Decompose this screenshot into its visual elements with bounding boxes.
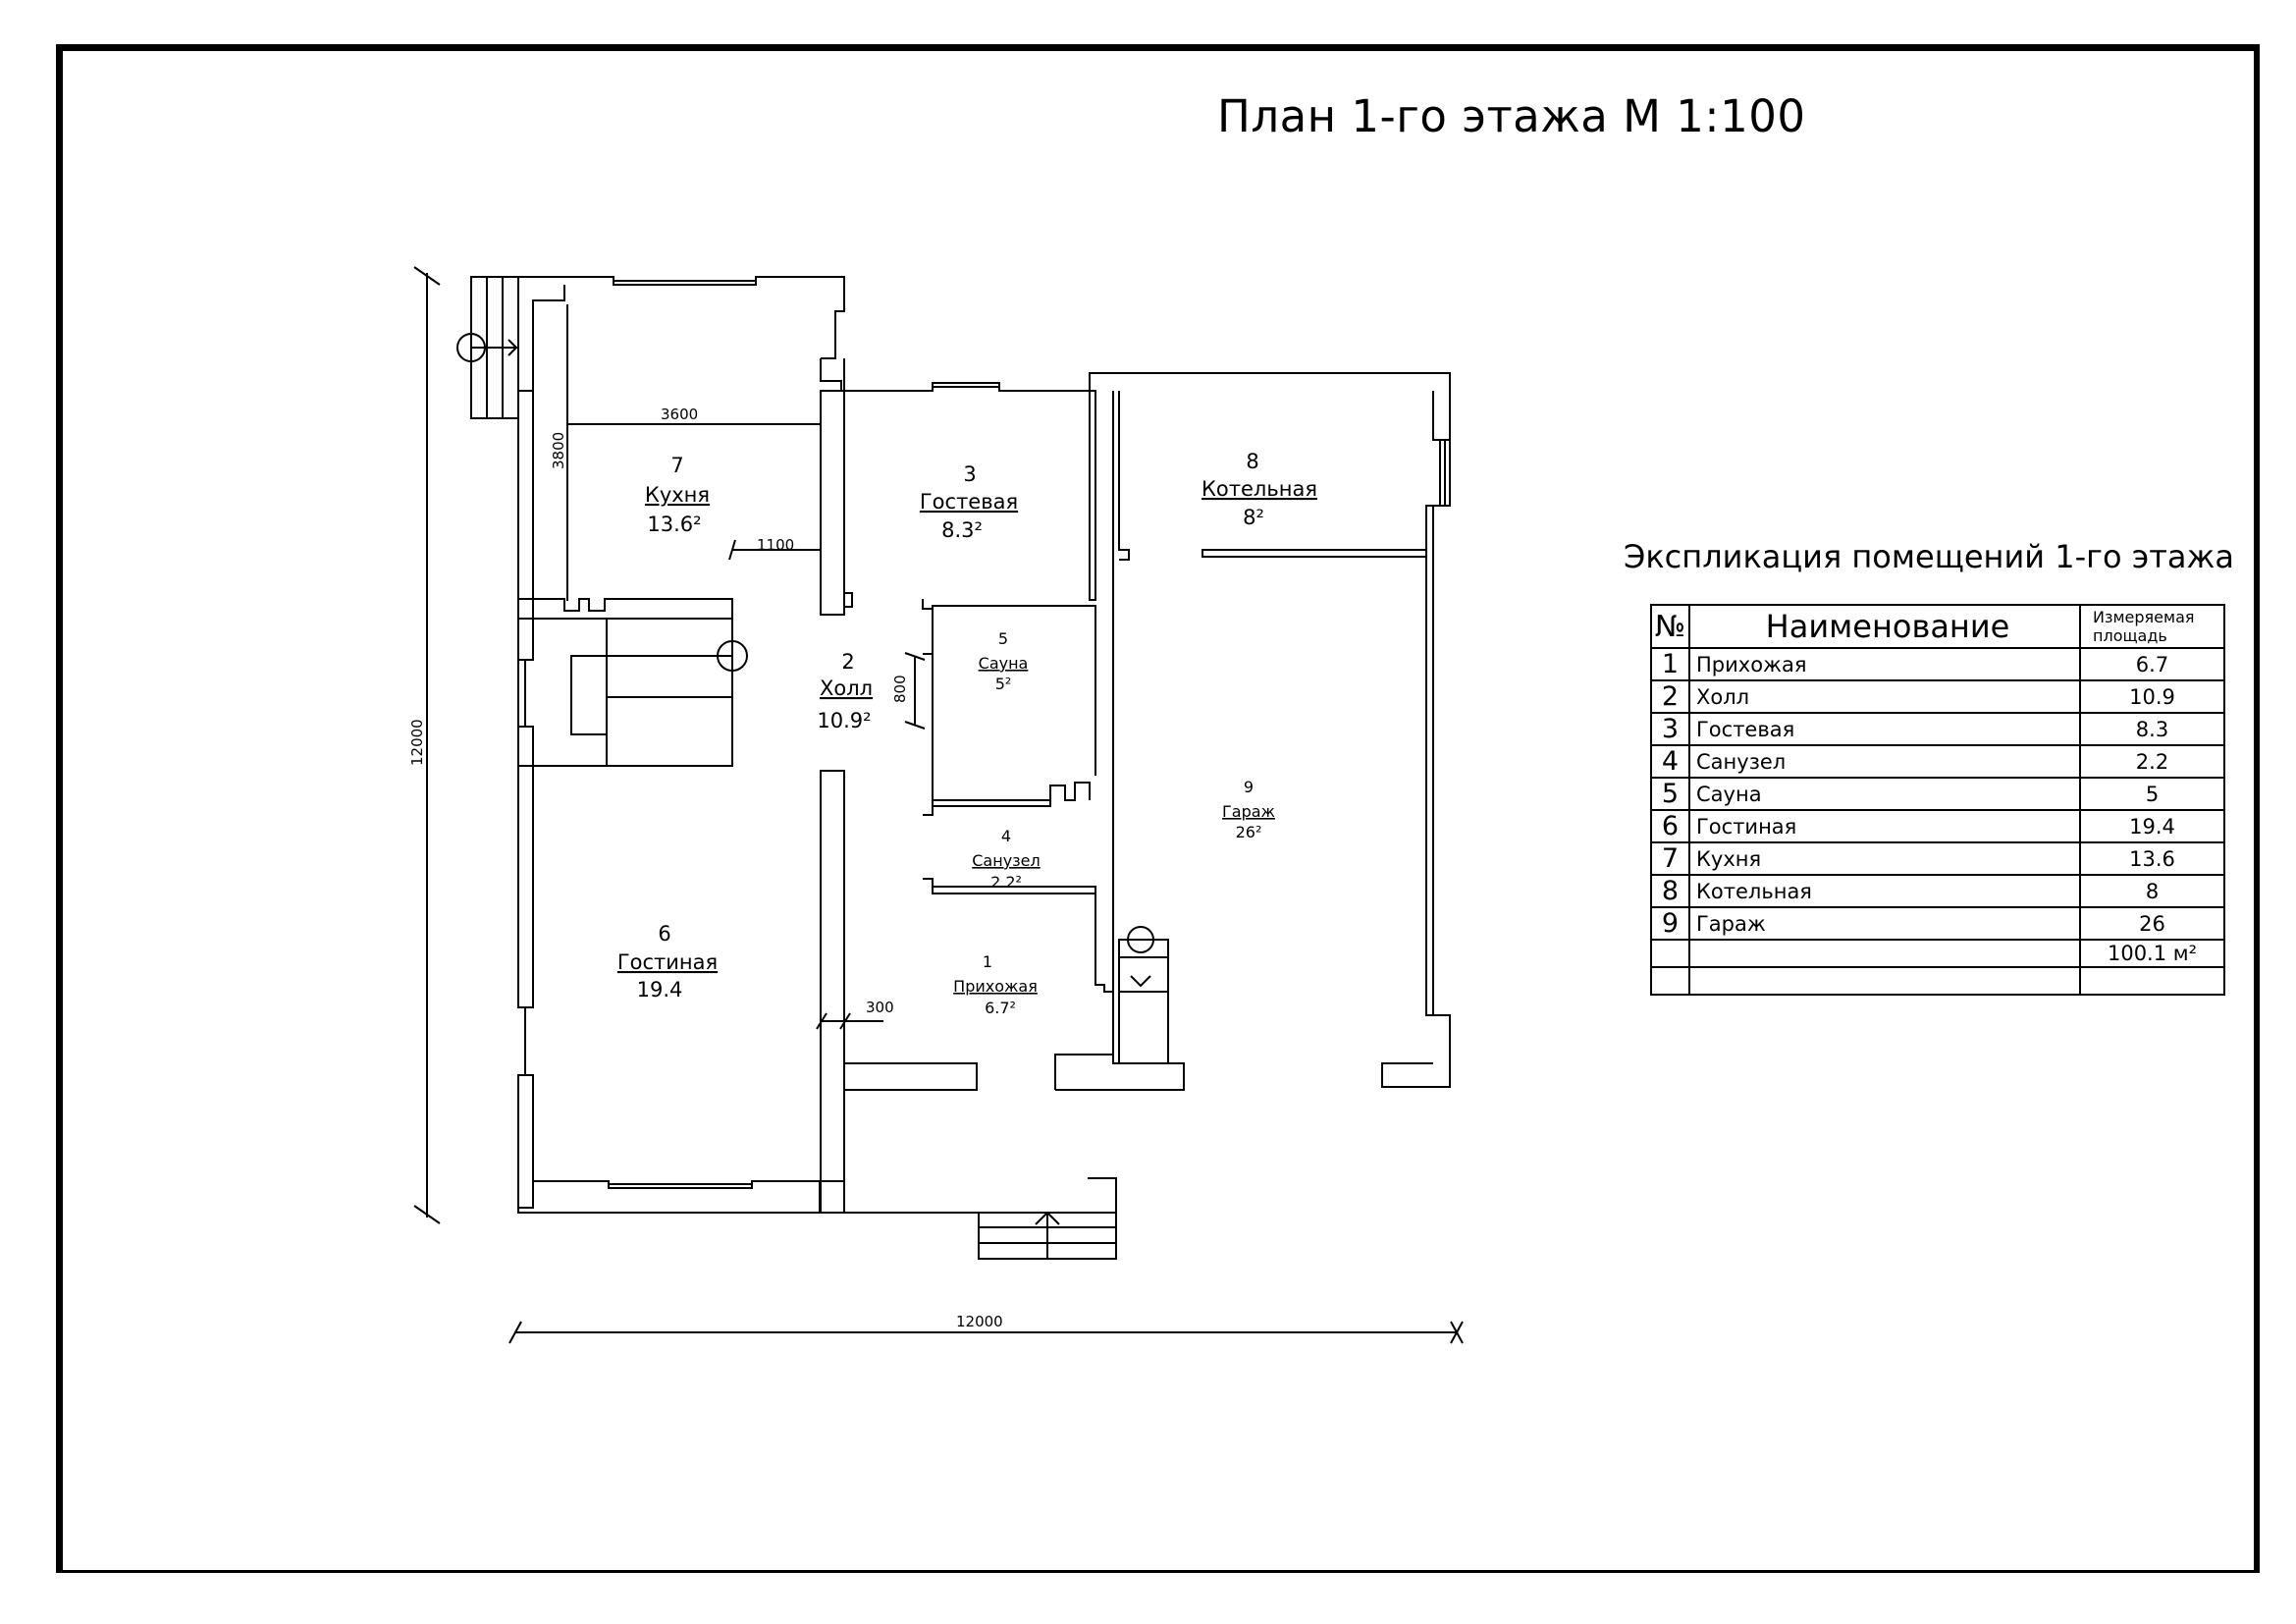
room-number: 4 [1001, 827, 1011, 845]
room-area: 26² [1236, 823, 1262, 841]
table-row: 3 Гостевая 8.3 [1650, 712, 2225, 746]
room-number: 1 [983, 952, 992, 971]
table-row: 4 Санузел 2.2 [1650, 744, 2225, 779]
room-name: Гараж [1222, 802, 1275, 821]
row-area: 26 [2079, 906, 2225, 941]
row-num: 9 [1650, 906, 1690, 941]
room-area: 13.6² [647, 513, 701, 536]
table-row: 2 Холл 10.9 [1650, 679, 2225, 714]
room-number: 5 [998, 629, 1008, 648]
table-row: 9 Гараж 26 [1650, 906, 2225, 941]
row-name: Холл [1688, 679, 2081, 714]
room-name: Гостевая [920, 490, 1018, 514]
table-header-row: № Наименование Измеряемая площадь [1650, 604, 2225, 649]
table-row: 6 Гостиная 19.4 [1650, 809, 2225, 843]
row-area: 8 [2079, 874, 2225, 908]
explication-table: № Наименование Измеряемая площадь 1 Прих… [1650, 604, 2225, 996]
room-name: Прихожая [953, 977, 1038, 996]
dim-kitchen-width-text: 3600 [661, 406, 698, 423]
row-name: Гостевая [1688, 712, 2081, 746]
row-name: Гостиная [1688, 809, 2081, 843]
total-area: 100.1 м² [2079, 939, 2225, 968]
explication-table-wrap: № Наименование Измеряемая площадь 1 Прих… [1650, 604, 2225, 996]
room-name: Котельная [1201, 477, 1317, 501]
row-area: 8.3 [2079, 712, 2225, 746]
room-number: 8 [1246, 450, 1258, 473]
row-name: Санузел [1688, 744, 2081, 779]
dim-hall-gap-text: 800 [891, 675, 909, 703]
room-number: 9 [1244, 778, 1254, 796]
row-name: Прихожая [1688, 647, 2081, 681]
row-name: Котельная [1688, 874, 2081, 908]
table-row: 5 Сауна 5 [1650, 777, 2225, 811]
row-name: Гараж [1688, 906, 2081, 941]
dim-wall-gap-text: 300 [866, 999, 894, 1016]
room-number: 3 [963, 462, 976, 486]
row-num: 1 [1650, 647, 1690, 681]
room-name: Сауна [979, 654, 1029, 673]
room-name: Холл [820, 677, 873, 700]
plan-title: План 1-го этажа М 1:100 [1217, 90, 1806, 142]
row-num: 6 [1650, 809, 1690, 843]
empty-row [1650, 966, 2225, 996]
dim-kitchen-depth-text: 3800 [550, 432, 567, 469]
row-area: 6.7 [2079, 647, 2225, 681]
total-row: 100.1 м² [1650, 939, 2225, 968]
dim-overall-width-text: 12000 [956, 1313, 1003, 1330]
row-area: 13.6 [2079, 841, 2225, 876]
table-row: 7 Кухня 13.6 [1650, 841, 2225, 876]
row-num: 2 [1650, 679, 1690, 714]
row-name: Сауна [1688, 777, 2081, 811]
explication-title: Экспликация помещений 1-го этажа [1624, 538, 2234, 575]
header-name: Наименование [1688, 604, 2081, 649]
room-area: 19.4 [637, 978, 683, 1001]
room-area: 8.3² [941, 518, 983, 542]
drawing-frame [56, 44, 2260, 1573]
room-name: Гостиная [617, 950, 718, 974]
header-num: № [1650, 604, 1690, 649]
row-area: 5 [2079, 777, 2225, 811]
room-number: 7 [670, 454, 683, 477]
table-row: 8 Котельная 8 [1650, 874, 2225, 908]
room-area: 5² [995, 675, 1012, 693]
kitchen-east-wall [820, 390, 845, 616]
dim-overall-height-text: 12000 [408, 719, 426, 766]
row-num: 5 [1650, 777, 1690, 811]
room-number: 6 [658, 922, 670, 946]
row-name: Кухня [1688, 841, 2081, 876]
room-name: Санузел [972, 851, 1040, 870]
row-num: 7 [1650, 841, 1690, 876]
header-area: Измеряемая площадь [2079, 604, 2225, 649]
room-name: Кухня [645, 483, 710, 507]
kitchen-north-wall [517, 276, 845, 391]
row-area: 2.2 [2079, 744, 2225, 779]
room-area: 10.9² [817, 709, 871, 732]
living-west-wall [517, 726, 534, 1008]
room-area: 2.2² [990, 873, 1022, 892]
dim-kitchen-gap-text: 1100 [757, 536, 794, 554]
row-area: 10.9 [2079, 679, 2225, 714]
room-area: 6.7² [985, 999, 1016, 1017]
room-area: 8² [1243, 506, 1264, 529]
row-num: 4 [1650, 744, 1690, 779]
row-num: 3 [1650, 712, 1690, 746]
room-number: 2 [841, 650, 854, 674]
row-area: 19.4 [2079, 809, 2225, 843]
row-num: 8 [1650, 874, 1690, 908]
table-row: 1 Прихожая 6.7 [1650, 647, 2225, 681]
